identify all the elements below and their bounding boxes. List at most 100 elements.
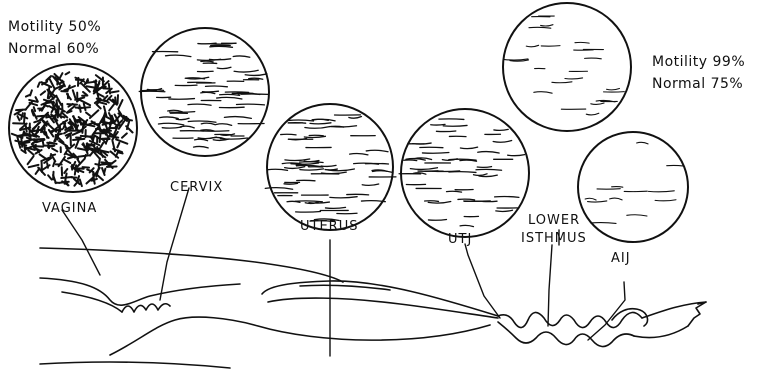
sperm-streak — [285, 167, 305, 169]
sperm-streak — [508, 155, 525, 156]
sperm-streak — [347, 194, 369, 195]
sperm-mark — [126, 119, 132, 120]
sperm-streak — [202, 91, 218, 92]
right-normal-text: Normal 75% — [652, 76, 743, 92]
sperm-streak — [217, 67, 231, 68]
sperm-streak — [460, 147, 477, 149]
sperm-streak — [325, 169, 337, 170]
sperm-streak — [166, 55, 191, 57]
sperm-streak — [637, 142, 648, 144]
sperm-streak — [425, 201, 439, 202]
sperm-streak — [404, 160, 417, 161]
aij-label: AIJ — [611, 251, 631, 266]
sperm-streak — [309, 135, 323, 136]
sperm-streak — [325, 207, 345, 208]
aij-circle — [578, 132, 688, 242]
sperm-mark — [104, 169, 105, 174]
sperm-streak — [667, 165, 684, 166]
sperm-mark — [86, 113, 90, 116]
sperm-streak — [205, 86, 227, 87]
sperm-streak — [169, 99, 195, 100]
sperm-mark — [67, 104, 77, 105]
sperm-mark — [100, 143, 103, 148]
sperm-mark — [109, 136, 118, 137]
sperm-streak — [585, 58, 602, 59]
sperm-streak — [217, 97, 242, 99]
sperm-mark — [116, 139, 127, 143]
sperm-mark — [90, 110, 98, 118]
sperm-streak — [330, 197, 357, 198]
circles — [9, 3, 688, 242]
sperm-streak — [366, 150, 388, 151]
sperm-mark — [24, 113, 25, 122]
sperm-streak — [310, 123, 331, 124]
cervix-label: CERVIX — [170, 180, 223, 195]
sperm-mark — [95, 136, 99, 139]
sperm-streak — [541, 25, 553, 26]
sperm-streak — [428, 201, 451, 203]
utj-pattern — [399, 119, 525, 227]
sperm-streak — [267, 169, 287, 170]
sperm-streak — [494, 129, 508, 130]
uterus-pattern — [265, 115, 396, 222]
sperm-streak — [296, 211, 321, 212]
sperm-streak — [591, 223, 616, 224]
sperm-mark — [32, 141, 35, 144]
sperm-mark — [77, 176, 79, 181]
sperm-streak — [474, 174, 487, 176]
sperm-mark — [77, 159, 80, 164]
left-normal-text: Normal 60% — [8, 41, 99, 57]
vagina-pattern — [12, 72, 133, 186]
sperm-mark — [43, 141, 44, 146]
sperm-streak — [496, 210, 513, 211]
sperm-streak — [586, 113, 599, 115]
sperm-streak — [460, 160, 477, 161]
sperm-streak — [431, 124, 445, 125]
sperm-streak — [305, 127, 330, 129]
sperm-streak — [194, 146, 209, 147]
sperm-streak — [410, 168, 437, 170]
sperm-streak — [337, 213, 357, 214]
sperm-mark — [66, 72, 70, 74]
sperm-mark — [122, 133, 127, 137]
lower-isthmus-pattern — [505, 16, 625, 115]
sperm-streak — [224, 117, 251, 119]
right-motility-text: Motility 99% — [652, 54, 745, 70]
sperm-mark — [65, 160, 71, 163]
uterus-label: UTERUS — [300, 219, 358, 234]
sperm-streak — [160, 117, 179, 119]
sperm-streak — [139, 91, 165, 92]
sperm-mark — [41, 91, 45, 94]
utj-label: UTJ — [448, 232, 472, 247]
sperm-streak — [447, 191, 462, 192]
sperm-streak — [591, 103, 604, 104]
lower-isthmus-label-line1: LOWER — [528, 213, 580, 228]
sperm-streak — [534, 92, 552, 94]
sperm-streak — [162, 127, 181, 128]
sperm-mark — [101, 164, 110, 165]
sperm-streak — [575, 42, 589, 43]
sperm-mark — [36, 168, 40, 174]
sperm-streak — [180, 126, 194, 128]
sperm-mark — [60, 111, 63, 115]
sperm-mark — [21, 113, 23, 119]
sperm-streak — [220, 94, 240, 95]
sperm-streak — [304, 136, 325, 137]
sperm-streak — [188, 104, 211, 105]
sperm-mark — [80, 180, 82, 187]
sperm-streak — [195, 139, 208, 140]
sperm-streak — [627, 215, 647, 216]
sperm-mark — [53, 162, 54, 166]
sperm-mark — [57, 134, 62, 135]
sperm-streak — [142, 90, 156, 91]
sperm-streak — [458, 199, 475, 200]
sperm-streak — [439, 119, 464, 120]
reproductive-tract-outline — [40, 248, 706, 368]
lower-isthmus-circle — [503, 3, 631, 131]
sperm-streak — [505, 59, 528, 60]
sperm-streak — [495, 197, 519, 198]
sperm-streak — [422, 153, 448, 154]
sperm-streak — [304, 161, 319, 162]
